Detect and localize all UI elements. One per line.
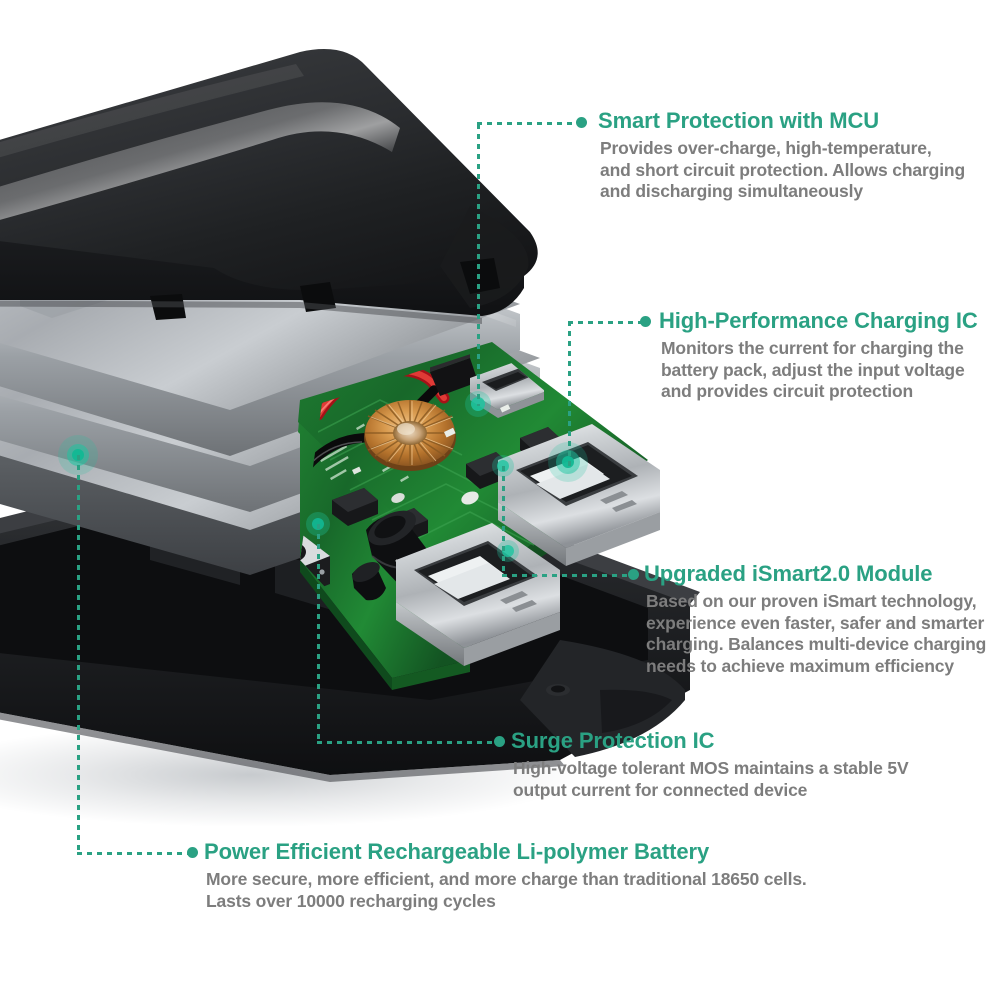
callout-li-polymer-battery: Power Efficient Rechargeable Li-polymer … [204,839,807,912]
leader-line-surge-vertical [317,524,320,743]
leader-line-mcu-vertical [477,124,480,406]
circuit-board [298,342,660,690]
callout-heading: High-Performance Charging IC [659,308,978,333]
leader-line-surge-horizontal [317,741,497,744]
callout-body: More secure, more efficient, and more ch… [206,869,807,912]
callout-heading: Power Efficient Rechargeable Li-polymer … [204,839,710,864]
callout-body-line: needs to achieve maximum efficiency [646,655,954,676]
leader-line-battery-vertical [77,455,80,854]
callout-body: Based on our proven iSmart technology, e… [646,591,986,677]
callout-body-line: High-voltage tolerant MOS maintains a st… [513,758,909,778]
leader-line-mcu-horizontal [477,122,577,125]
callout-body: Provides over-charge, high-temperature, … [600,138,965,203]
callout-body-line: More secure, more efficient, and more ch… [206,869,807,889]
callout-body-line: Based on our proven iSmart technology, [646,591,977,611]
callout-body-line: Provides over-charge, high-temperature, [600,138,932,158]
toroidal-inductor [364,400,456,471]
leader-line-ismart-horizontal [502,574,630,577]
callout-body-line: output current for connected device [513,779,808,800]
leader-dot-battery [187,847,198,858]
leader-line-charging-ic-vertical [568,321,571,469]
callout-body-line: experience even faster, safer and smarte… [646,612,985,633]
callout-body-line: charging. Balances multi-device charging [646,634,987,654]
callout-heading: Smart Protection with MCU [598,108,880,133]
leader-line-ismart-vertical [502,466,505,576]
callout-high-performance-charging-ic: High-Performance Charging IC Monitors th… [659,308,978,403]
usb-port-upper [498,424,660,566]
leader-dot-mcu [576,117,587,128]
callout-body-line: and provides circuit protection [661,381,914,401]
callout-surge-protection-ic: Surge Protection IC High-voltage toleran… [511,728,909,801]
leader-dot-charging-ic [640,316,651,327]
leader-line-battery-horizontal [77,852,190,855]
leader-line-charging-ic-horizontal [568,321,646,324]
callout-body-line: Monitors the current for charging the [661,338,964,358]
leader-dot-ismart [628,569,639,580]
callout-body-line: and discharging simultaneously [600,181,863,201]
top-lid [0,49,538,324]
callout-body: Monitors the current for charging the ba… [661,338,978,403]
callout-upgraded-ismart-module: Upgraded iSmart2.0 Module Based on our p… [644,561,986,677]
callout-heading: Surge Protection IC [511,728,715,753]
usb-port-lower [396,523,560,666]
callout-body: High-voltage tolerant MOS maintains a st… [513,758,909,801]
callout-smart-protection-mcu: Smart Protection with MCU Provides over-… [598,108,965,203]
callout-body-line: battery pack, adjust the input voltage [661,359,965,380]
callout-body-line: and short circuit protection. Allows cha… [600,159,965,180]
callout-heading: Upgraded iSmart2.0 Module [644,561,933,586]
leader-dot-surge [494,736,505,747]
callout-body-line: Lasts over 10000 recharging cycles [206,890,496,911]
